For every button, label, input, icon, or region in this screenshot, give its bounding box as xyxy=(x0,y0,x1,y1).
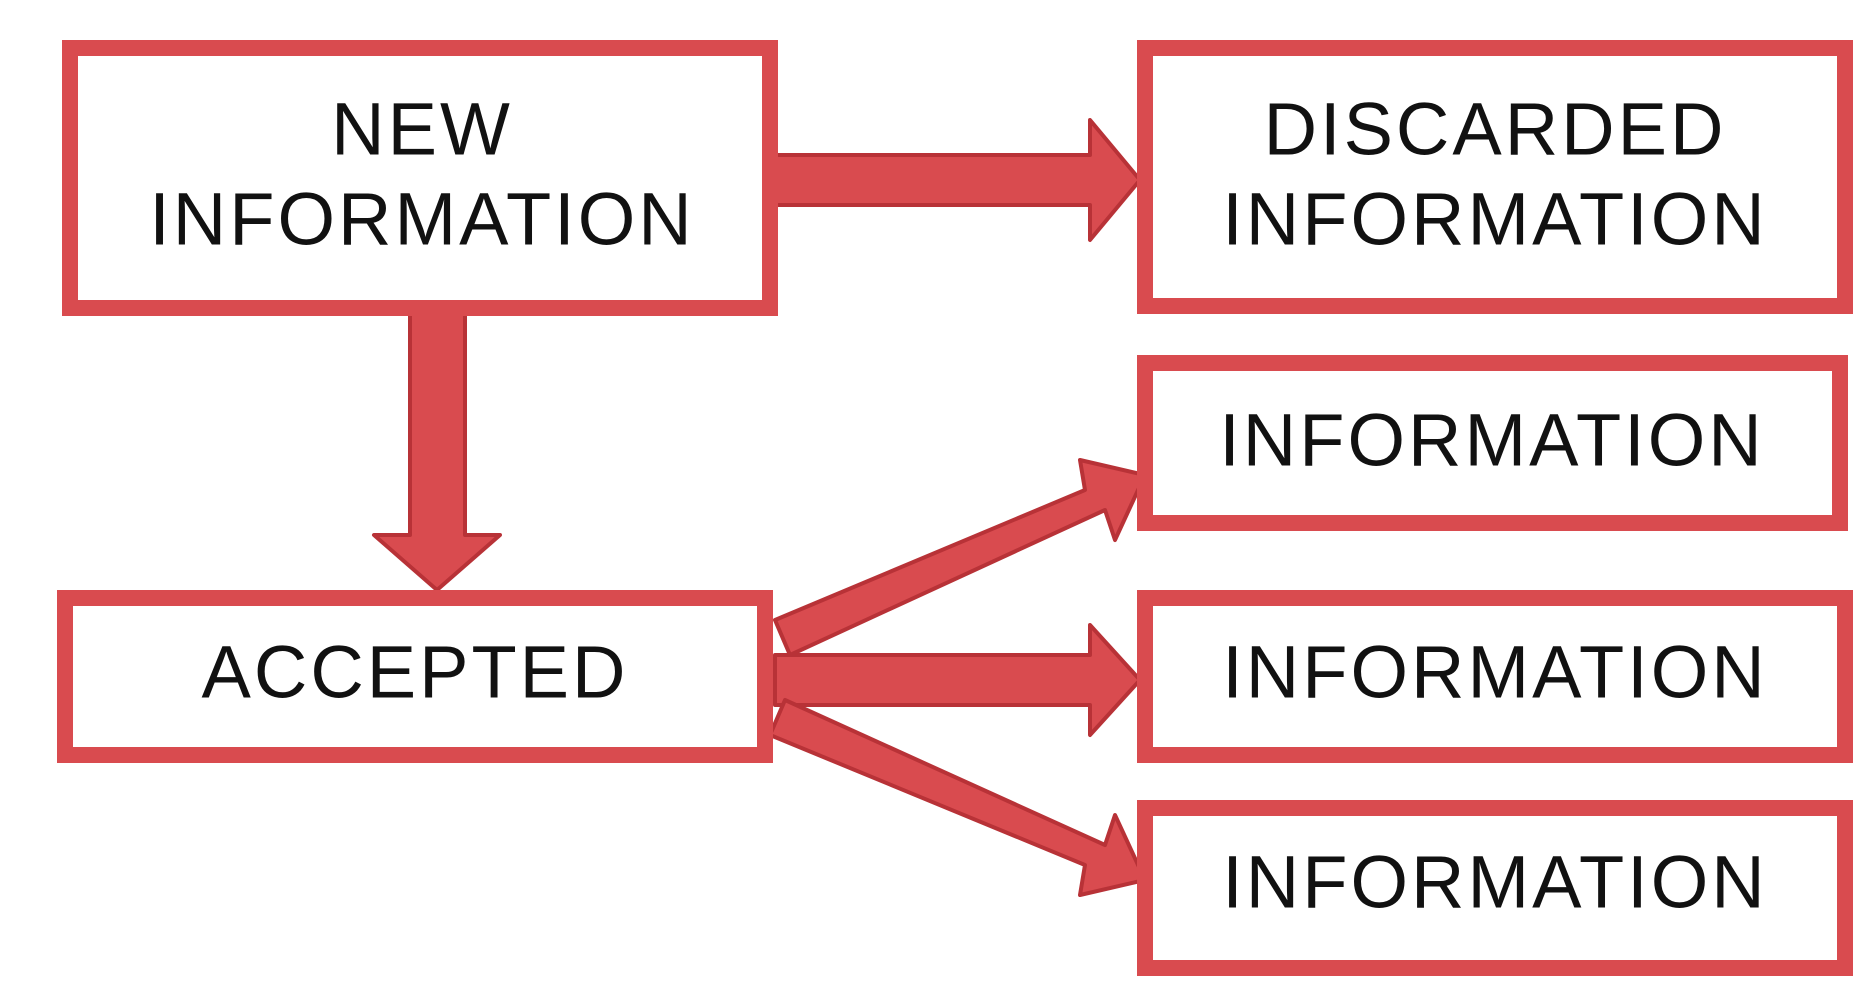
node-discarded-information-box xyxy=(1137,40,1853,314)
node-information-2: INFORMATION xyxy=(1137,590,1853,763)
arrow-accepted-to-information-1 xyxy=(773,458,1147,657)
node-discarded-information-line1: DISCARDED xyxy=(1264,88,1727,171)
node-information-1-label: INFORMATION xyxy=(1219,399,1764,482)
node-information-3: INFORMATION xyxy=(1137,800,1853,976)
node-accepted-label: ACCEPTED xyxy=(202,631,629,714)
node-accepted-box xyxy=(57,590,773,763)
node-information-3-label: INFORMATION xyxy=(1222,841,1767,924)
arrow-accepted-to-information-2 xyxy=(773,623,1142,737)
node-new-information: NEW INFORMATION xyxy=(62,40,778,316)
node-discarded-information-line2: INFORMATION xyxy=(1222,178,1767,261)
node-new-information-line2: INFORMATION xyxy=(149,178,694,261)
node-information-2-label: INFORMATION xyxy=(1222,631,1767,714)
arrow-new-to-discarded xyxy=(773,118,1142,242)
node-information-1: INFORMATION xyxy=(1137,355,1848,531)
arrows xyxy=(372,118,1147,897)
node-discarded-information: DISCARDED INFORMATION xyxy=(1137,40,1853,314)
node-information-3-box xyxy=(1137,800,1853,976)
node-information-1-box xyxy=(1137,355,1848,531)
node-new-information-line1: NEW xyxy=(331,88,513,171)
arrow-accepted-to-information-3 xyxy=(768,698,1147,897)
arrow-new-to-accepted xyxy=(372,303,502,592)
node-accepted: ACCEPTED xyxy=(57,590,773,763)
node-new-information-box xyxy=(62,40,778,316)
node-information-2-box xyxy=(1137,590,1853,763)
